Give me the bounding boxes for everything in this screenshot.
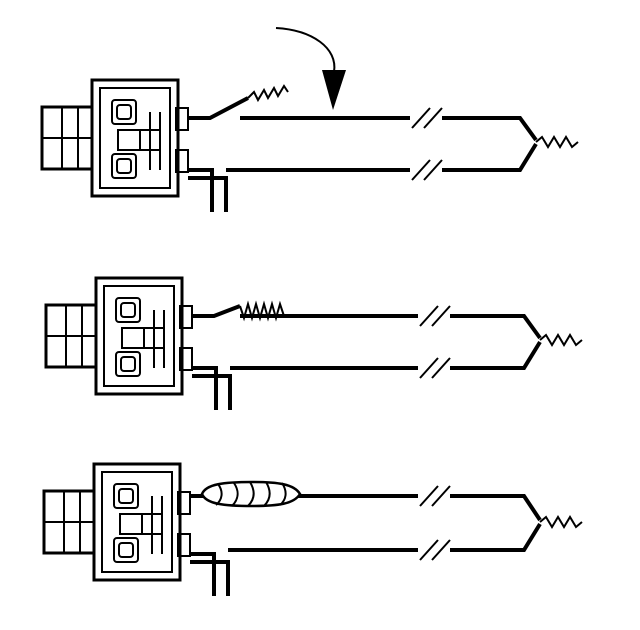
break-mark-3b	[419, 539, 451, 561]
twisted-end-2	[539, 333, 583, 347]
step-3-panel	[42, 462, 583, 598]
twisted-end-1	[535, 135, 579, 149]
wire-main-2b	[450, 314, 542, 340]
connector-2	[44, 276, 232, 412]
twisted-end-3	[539, 515, 583, 529]
break-mark-3a	[419, 485, 451, 507]
step-2-panel	[44, 276, 583, 412]
wire-lower-3b	[450, 522, 542, 552]
break-mark-2b	[419, 357, 451, 379]
connector-1	[40, 78, 228, 214]
wire-main-1b	[442, 116, 538, 142]
break-mark-2a	[419, 305, 451, 327]
connector-3	[42, 462, 230, 598]
step-1-panel	[40, 27, 579, 214]
tape-wrap	[200, 480, 302, 508]
arrow-head-icon	[322, 70, 346, 110]
arrow-curve	[275, 27, 336, 73]
wire-lead-2	[192, 304, 241, 318]
wire-lead-1	[188, 96, 249, 120]
break-mark-1a	[411, 107, 443, 129]
wire-lower-2b	[450, 340, 542, 370]
break-mark-1b	[411, 159, 443, 181]
twisted-strands-1	[247, 84, 289, 103]
wire-main-3b	[450, 494, 542, 522]
wire-lower-1b	[442, 142, 538, 172]
